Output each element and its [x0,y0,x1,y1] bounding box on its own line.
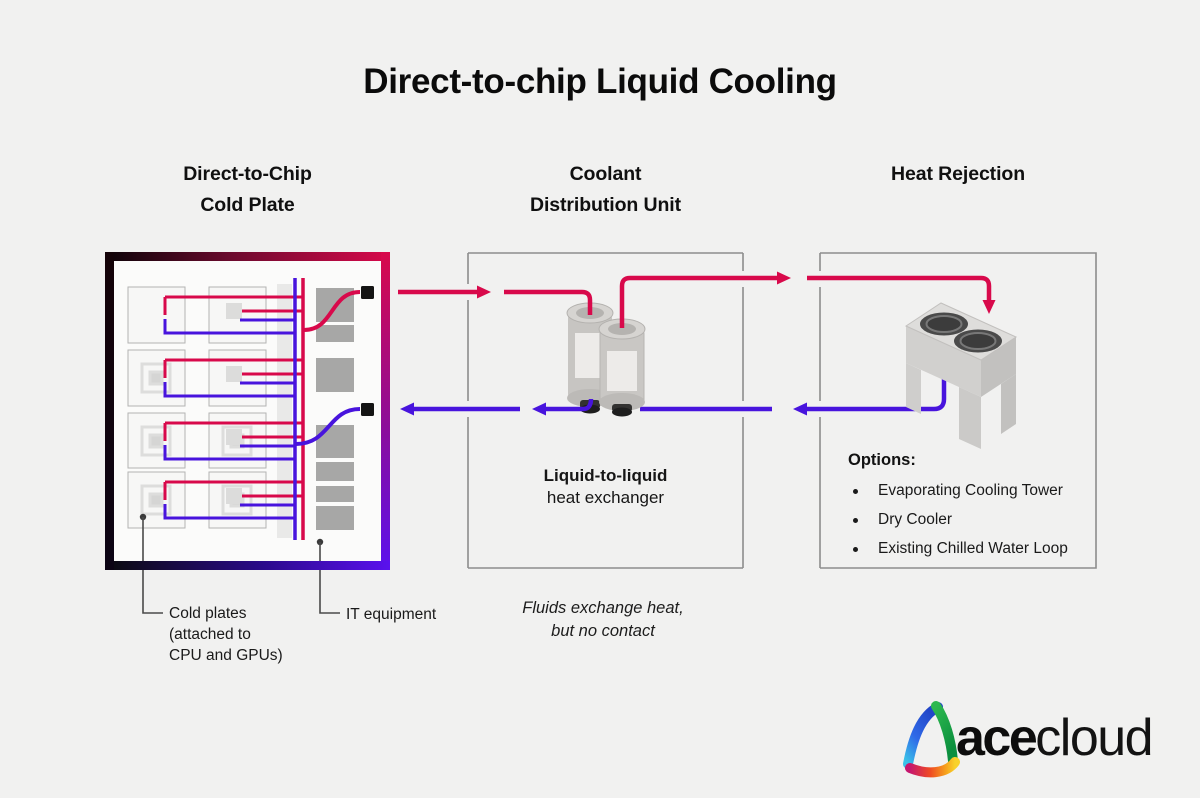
hot-supply-curve [303,290,361,332]
options-heading: Options: [848,451,916,469]
cold-arrowhead-1 [793,402,807,416]
column-header-cdu-line2: Distribution Unit [529,194,682,216]
server-rack-illustration [127,278,361,540]
cold-arrowhead-2 [532,402,546,416]
heat-exchanger-illustration [566,302,646,417]
acecloud-logo: acecloud [896,696,1154,780]
cooler-fans [920,312,1002,353]
cold-plate-box-frame [105,252,390,570]
cold-return-curve [295,407,361,446]
logo-icon-spacer [896,696,964,780]
exchanger-subtitle: heat exchanger [546,488,665,507]
option-item: Evaporating Cooling Tower [848,482,1088,500]
it-equipment-label: IT equipment [346,606,437,623]
column-header-cold-plate-line2: Cold Plate [200,194,295,216]
bullet-dot [853,546,858,552]
cold-plate-modules [127,286,267,529]
logo-text: acecloud [956,708,1154,768]
hot-arrowhead-1 [477,285,491,299]
cold-coupling-icon [361,403,374,416]
column-header-cold-plate-line1: Direct-to-Chip [183,163,312,185]
exchanger-title: Liquid-to-liquid [543,466,668,485]
column-header-cdu: Coolant Distribution Unit [468,159,743,221]
option-label: Dry Cooler [878,511,953,528]
page-title: Direct-to-chip Liquid Cooling [363,62,837,101]
hot-pipe-exchanger-out [619,275,777,328]
option-item: Dry Cooler [848,511,1088,529]
option-label: Evaporating Cooling Tower [878,482,1063,499]
cold-pipe-from-cooler [807,378,947,412]
hot-coupling-icon [361,286,374,299]
column-header-cdu-line1: Coolant [569,163,642,185]
column-header-heat-rejection: Heat Rejection [820,159,1096,190]
cold-pipes-under [640,378,947,412]
cold-plate-box [105,252,390,614]
exchanger-label: Liquid-to-liquid heat exchanger [468,465,743,509]
column-header-heat-rejection-line1: Heat Rejection [890,163,1026,185]
cold-plates-label: Cold plates (attached to CPU and GPUs) [169,605,283,664]
bullet-dot [853,488,858,494]
cold-plate-box-background [108,255,387,567]
cdu-box-border [467,252,744,569]
leader-lines [139,513,340,614]
leader-line-cold-plates [142,517,163,614]
hot-pipe-into-exchanger [504,289,593,315]
leader-dot-it-equipment [316,538,324,546]
bullet-dot [853,517,858,523]
heat-rejection-options: Options: Evaporating Cooling Tower Dry C… [848,451,1088,569]
it-equipment-blocks [316,288,354,530]
coolant-manifolds [293,278,305,540]
option-label: Existing Chilled Water Loop [878,540,1068,557]
circuit-pattern [140,362,253,516]
cdu-caption: Fluids exchange heat, but no contact [522,599,684,640]
column-header-cold-plate: Direct-to-Chip Cold Plate [105,159,390,221]
row-piping [163,295,303,520]
cold-pipe-exchanger-out [546,398,594,412]
hot-coolant-flow [398,271,996,328]
hot-pipe-to-cooler [807,275,992,300]
hot-arrowhead-down [982,300,996,314]
cold-arrowhead-3 [400,402,414,416]
option-item: Existing Chilled Water Loop [848,540,1088,558]
dry-cooler-illustration [904,302,1018,449]
coupling-icons [361,286,374,416]
cold-coolant-flow [400,398,594,416]
leader-line-it-equipment [319,542,340,614]
leader-dot-cold-plates [139,513,147,521]
logo-text-ace: ace [956,709,1038,767]
logo-text-cloud: cloud [1035,709,1153,767]
hot-arrowhead-2 [777,271,791,285]
